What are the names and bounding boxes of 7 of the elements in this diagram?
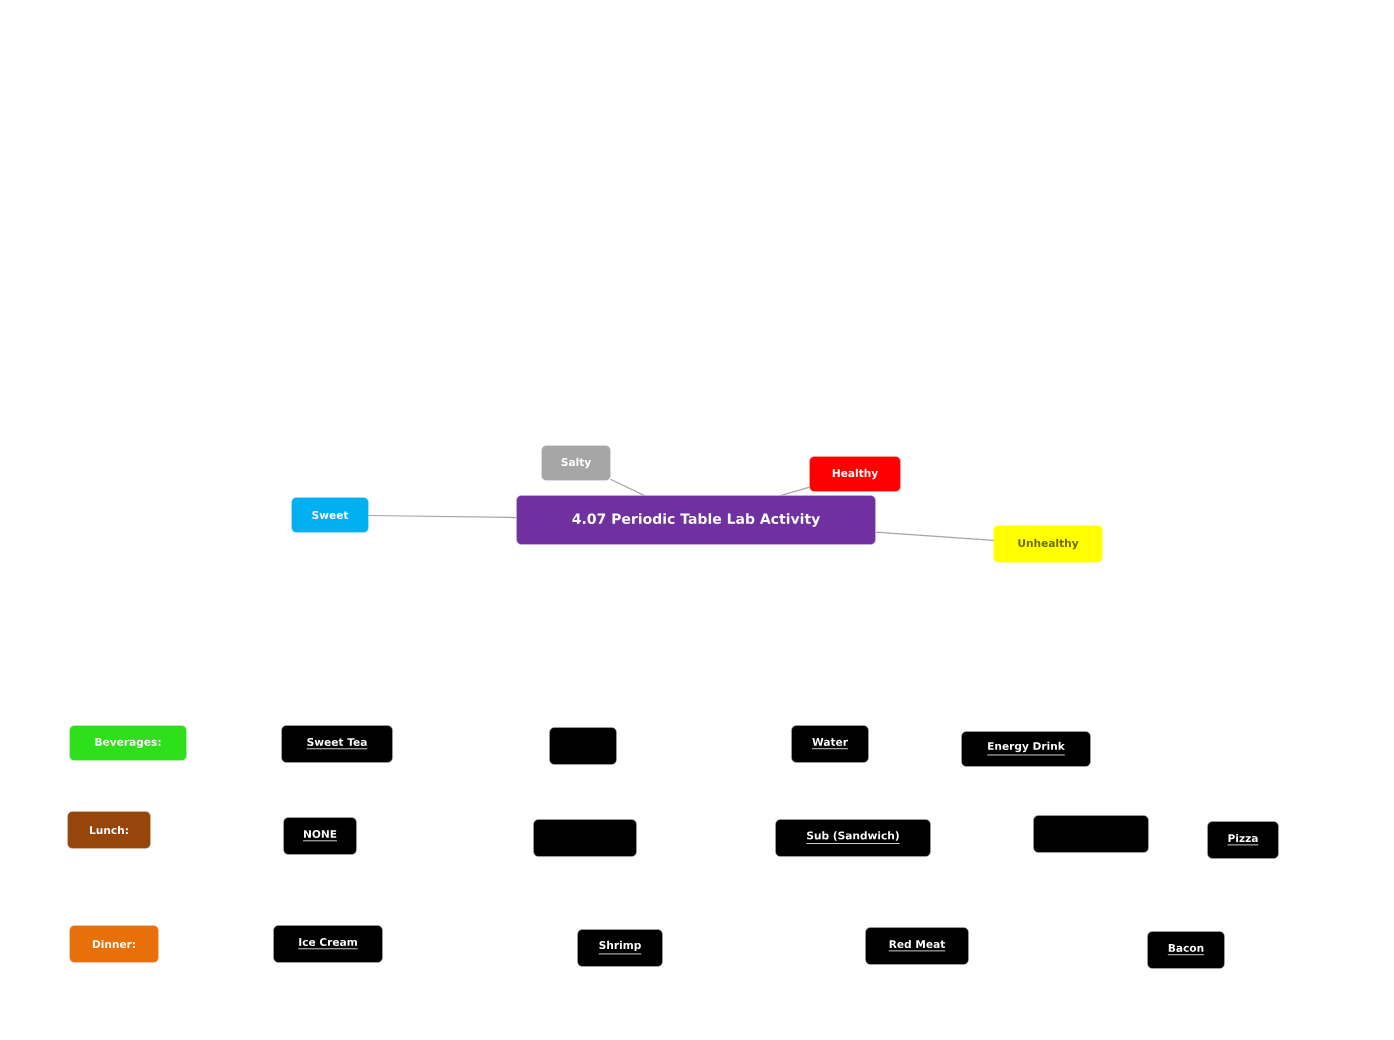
connector-line <box>609 478 646 497</box>
connector-line <box>779 486 811 497</box>
item-box <box>1033 815 1149 853</box>
connector-line <box>367 514 518 519</box>
item-box <box>533 819 637 857</box>
item-box <box>549 727 617 765</box>
connector-line <box>874 531 995 541</box>
